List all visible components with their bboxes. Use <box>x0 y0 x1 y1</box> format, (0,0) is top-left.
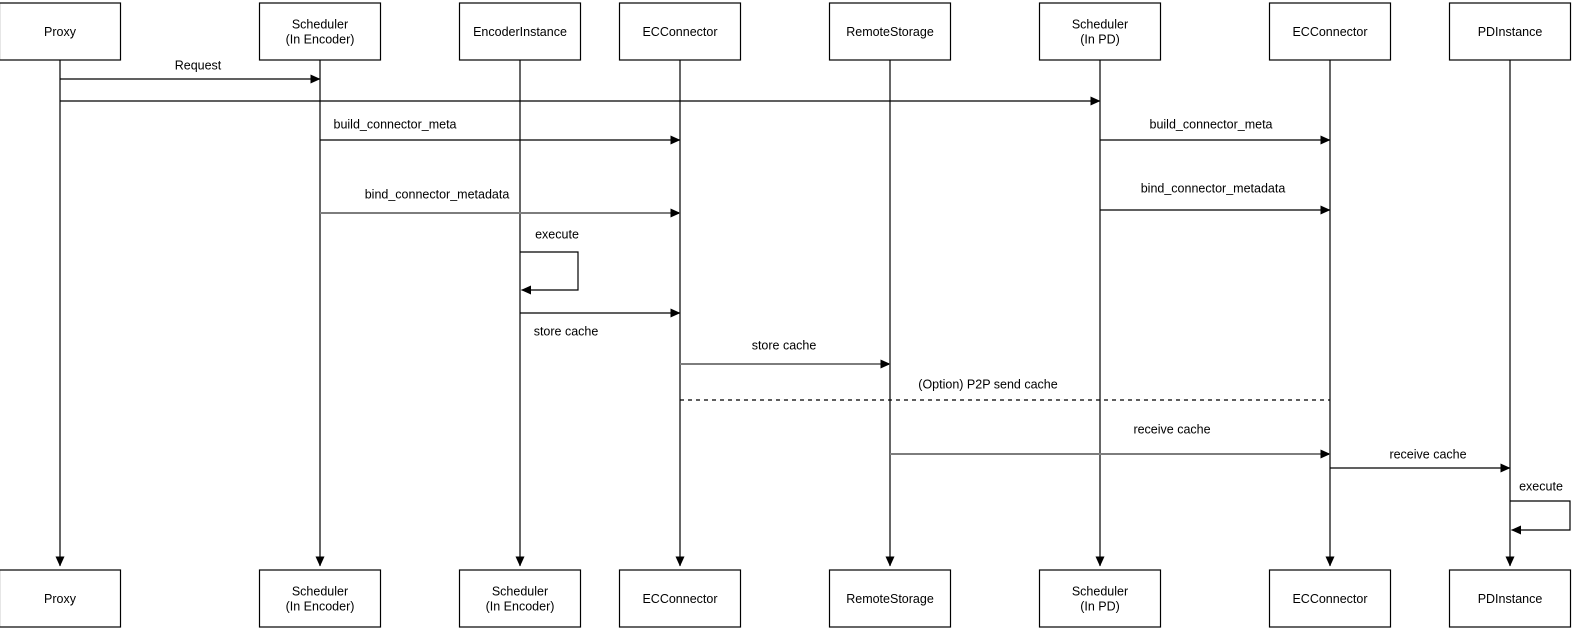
actor-box-top-scheduler-encoder <box>258 2 382 61</box>
actor-box-bottom-scheduler-pd <box>1038 569 1162 628</box>
actor-box-top-ec-connector-1 <box>618 2 742 61</box>
message-label: store cache <box>752 339 817 353</box>
message-self-loop <box>1510 500 1571 535</box>
message-label: execute <box>535 228 579 242</box>
actor-box-top-pd-instance <box>1448 2 1572 61</box>
actor-box-bottom-scheduler-encoder <box>258 569 382 628</box>
actor-label-bottom-ec-connector-1: ECConnector <box>642 592 717 606</box>
actor-label-bottom-scheduler-pd: Scheduler(In PD) <box>1072 585 1128 614</box>
actor-label-top-proxy: Proxy <box>44 25 77 39</box>
message-label: bind_connector_metadata <box>1141 182 1286 196</box>
actor-label-top-scheduler-encoder: Scheduler(In Encoder) <box>286 18 355 47</box>
actor-label-top-ec-connector-1: ECConnector <box>642 25 717 39</box>
actor-label-bottom-ec-connector-2: ECConnector <box>1292 592 1367 606</box>
actor-box-bottom-proxy <box>0 569 122 628</box>
actor-label-bottom-scheduler-encoder: Scheduler(In Encoder) <box>286 585 355 614</box>
message-label: receive cache <box>1133 423 1210 437</box>
actor-box-top-proxy <box>0 2 122 61</box>
actor-box-top-ec-connector-2 <box>1268 2 1392 61</box>
message-label: execute <box>1519 480 1563 494</box>
message-label: build_connector_meta <box>1150 118 1273 132</box>
message-label: (Option) P2P send cache <box>918 378 1057 392</box>
actor-box-bottom-pd-instance <box>1448 569 1572 628</box>
actor-label-top-pd-instance: PDInstance <box>1478 25 1543 39</box>
actor-label-bottom-remote-storage: RemoteStorage <box>846 592 934 606</box>
message-label: receive cache <box>1389 448 1466 462</box>
actor-label-top-remote-storage: RemoteStorage <box>846 25 934 39</box>
actor-box-bottom-ec-connector-2 <box>1268 569 1392 628</box>
actor-box-top-encoder-instance <box>458 2 582 61</box>
actor-label-top-ec-connector-2: ECConnector <box>1292 25 1367 39</box>
actor-box-bottom-encoder-instance <box>458 569 582 628</box>
actor-label-top-scheduler-pd: Scheduler(In PD) <box>1072 18 1128 47</box>
actor-label-bottom-proxy: Proxy <box>44 592 77 606</box>
actor-label-bottom-encoder-instance: Scheduler(In Encoder) <box>486 585 555 614</box>
message-self-loop <box>520 251 579 295</box>
actor-label-bottom-pd-instance: PDInstance <box>1478 592 1543 606</box>
message-label: bind_connector_metadata <box>365 188 510 202</box>
actor-box-top-remote-storage <box>828 2 952 61</box>
message-label: store cache <box>534 325 599 339</box>
actor-box-bottom-remote-storage <box>828 569 952 628</box>
actor-label-top-encoder-instance: EncoderInstance <box>473 25 567 39</box>
actor-box-bottom-ec-connector-1 <box>618 569 742 628</box>
message-label: build_connector_meta <box>334 118 457 132</box>
actor-box-top-scheduler-pd <box>1038 2 1162 61</box>
message-label: Request <box>175 59 222 73</box>
